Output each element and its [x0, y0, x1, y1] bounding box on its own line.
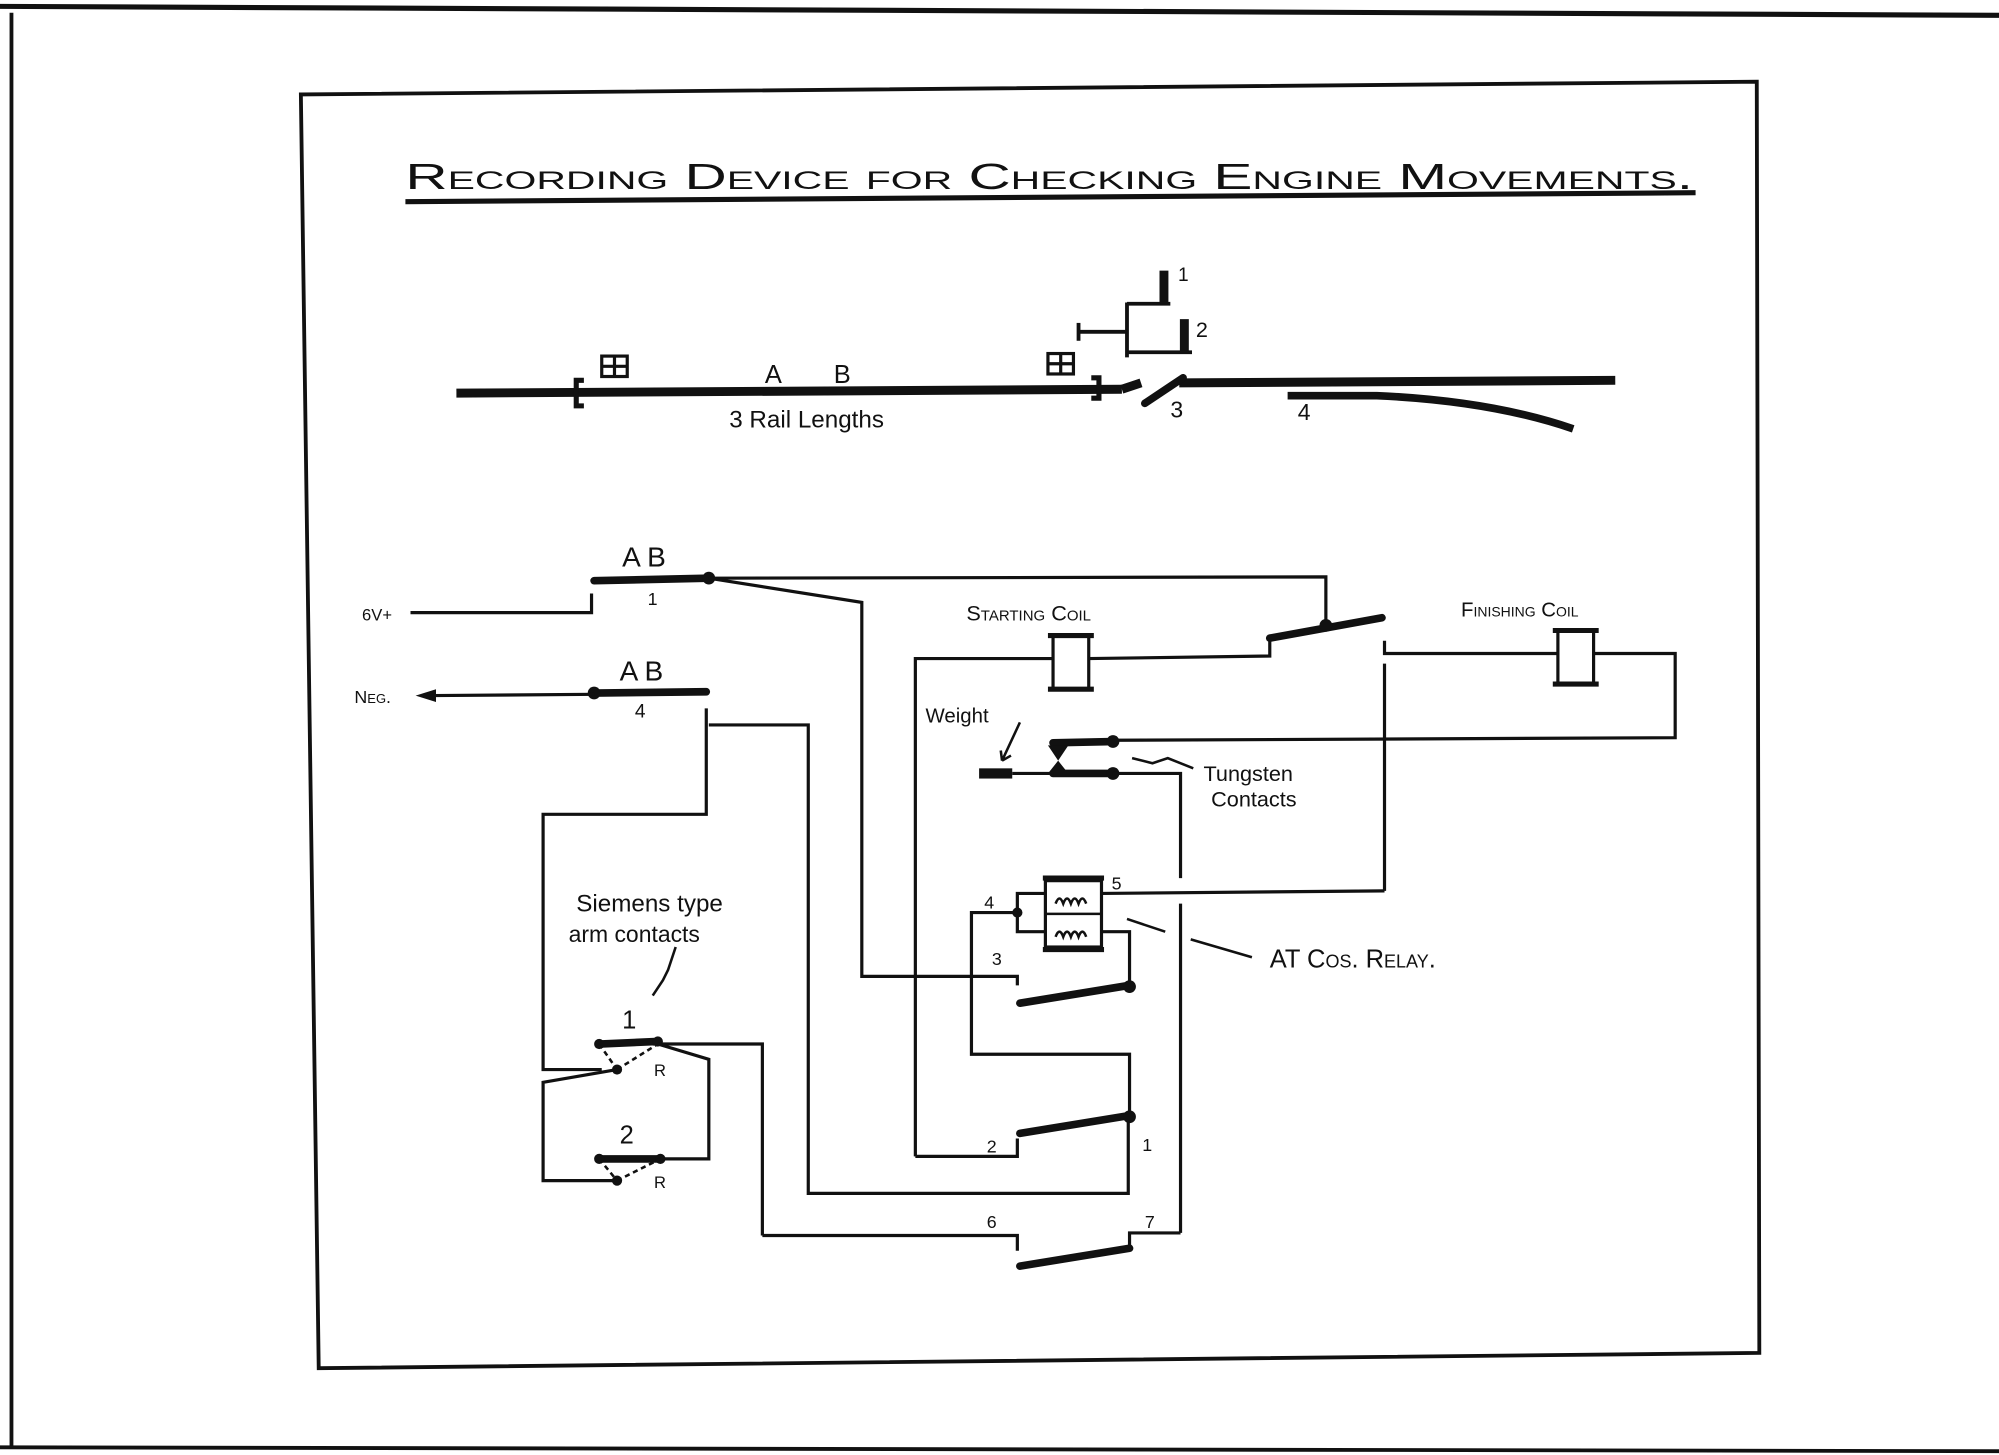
- track-label-b: B: [834, 361, 851, 389]
- finishing-coil-label: Finishing Coil: [1461, 599, 1579, 621]
- photo-border-top: [0, 3, 1999, 18]
- terminal-3: 3: [992, 949, 1002, 969]
- track-circuit-box-icon: [1046, 351, 1076, 376]
- starting-coil-label: Starting Coil: [966, 600, 1091, 625]
- terminal-6: 6: [987, 1212, 997, 1232]
- contacts-label: Contacts: [1211, 787, 1297, 812]
- track-label-a: A: [765, 361, 782, 389]
- ab-bottom-number: 4: [635, 701, 646, 722]
- point-3-label: 3: [1170, 396, 1183, 422]
- signal-1-label: 1: [1178, 265, 1189, 286]
- relay-pointer-arrow-icon: [1126, 917, 1253, 959]
- board-frame: [298, 79, 1762, 1371]
- track-layout: A B 3 Rail Lengths 1 2 3 4: [456, 265, 1616, 434]
- ab-bottom-label: A B: [620, 655, 664, 686]
- point-4-label: 4: [1298, 399, 1311, 425]
- ab-top-number: 1: [648, 589, 658, 609]
- terminal-7: 7: [1145, 1212, 1155, 1232]
- circuit-wiring: [410, 571, 1677, 1270]
- title-underline: [405, 190, 1696, 205]
- weight-pointer-arrow-icon: [999, 721, 1022, 762]
- siemens-label: Siemens type: [576, 890, 723, 917]
- relay-label: AT Cos. Relay.: [1270, 945, 1436, 973]
- terminal-4: 4: [984, 893, 994, 913]
- arm-contact-2-r: R: [654, 1173, 666, 1192]
- supply-negative-label: Neg.: [354, 687, 391, 707]
- diagram-title: Recording Device for Checking Engine Mov…: [405, 157, 1693, 197]
- arm-contact-1-r: R: [654, 1061, 666, 1080]
- relay-winding-icon: [1054, 897, 1088, 941]
- tungsten-pointer-arrow-icon: [1131, 756, 1194, 770]
- signal-icon: [1076, 270, 1193, 358]
- arm-contact-2-label: 2: [620, 1122, 634, 1150]
- arm-contacts-label: arm contacts: [569, 921, 700, 947]
- signal-2-label: 2: [1196, 317, 1208, 342]
- ab-top-label: A B: [622, 542, 666, 573]
- photo-border-bottom: [0, 1445, 1999, 1454]
- siemens-pointer-arrow-icon: [651, 946, 677, 997]
- arm-contact-1-label: 1: [622, 1007, 636, 1035]
- terminal-1: 1: [1142, 1135, 1152, 1155]
- rail-lengths-label: 3 Rail Lengths: [729, 407, 884, 434]
- terminal-2: 2: [987, 1137, 997, 1157]
- terminal-5: 5: [1112, 874, 1122, 894]
- track-circuit-box-icon: [600, 354, 629, 379]
- supply-positive-label: 6V+: [362, 605, 392, 624]
- weight-label: Weight: [926, 705, 989, 727]
- tungsten-label: Tungsten: [1203, 761, 1293, 786]
